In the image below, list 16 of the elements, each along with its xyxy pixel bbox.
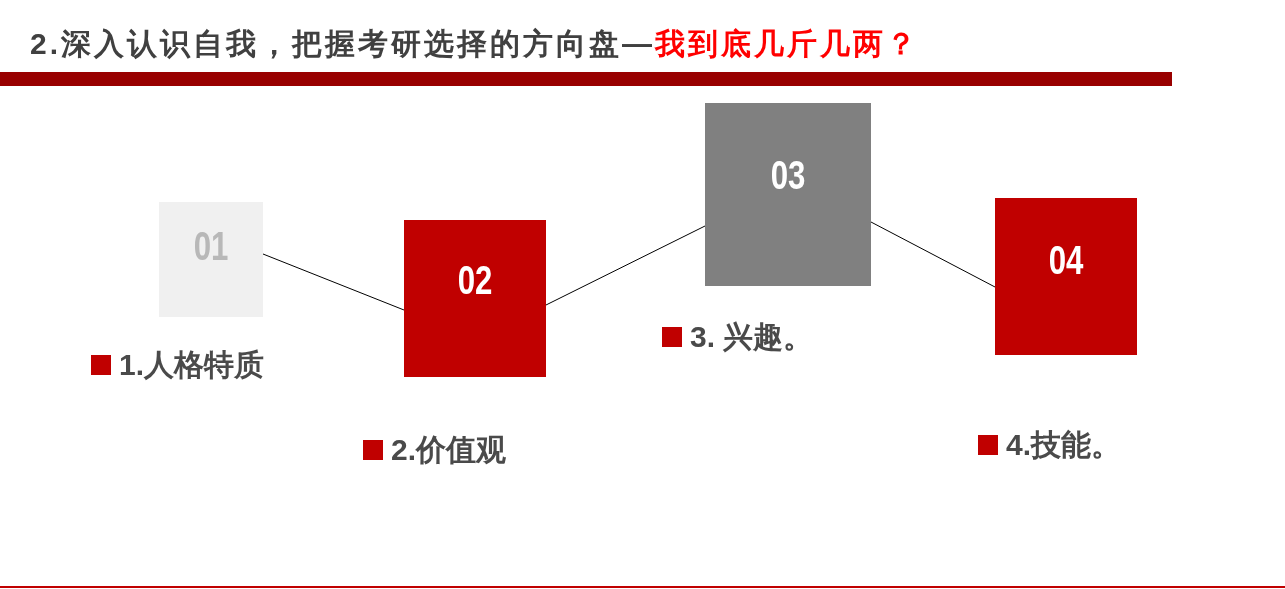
- box-number: 01: [192, 224, 230, 268]
- connector-line: [262, 253, 405, 311]
- item-text: 2.价值观: [391, 432, 507, 468]
- box-number: 04: [1047, 238, 1085, 282]
- number-box: [995, 198, 1137, 355]
- item-text: 4.技能。: [1006, 427, 1122, 463]
- item-text: 1.人格特质: [119, 347, 265, 383]
- connector-line: [870, 221, 996, 288]
- connector-line: [545, 225, 706, 306]
- number-box: [159, 202, 263, 317]
- title-highlight: 我到底几斤几两？: [655, 26, 920, 62]
- box-number: 02: [456, 258, 494, 302]
- number-box: [404, 220, 546, 377]
- box-number: 03: [769, 153, 807, 197]
- number-box: [705, 103, 871, 286]
- item-text: 3. 兴趣。: [690, 319, 814, 355]
